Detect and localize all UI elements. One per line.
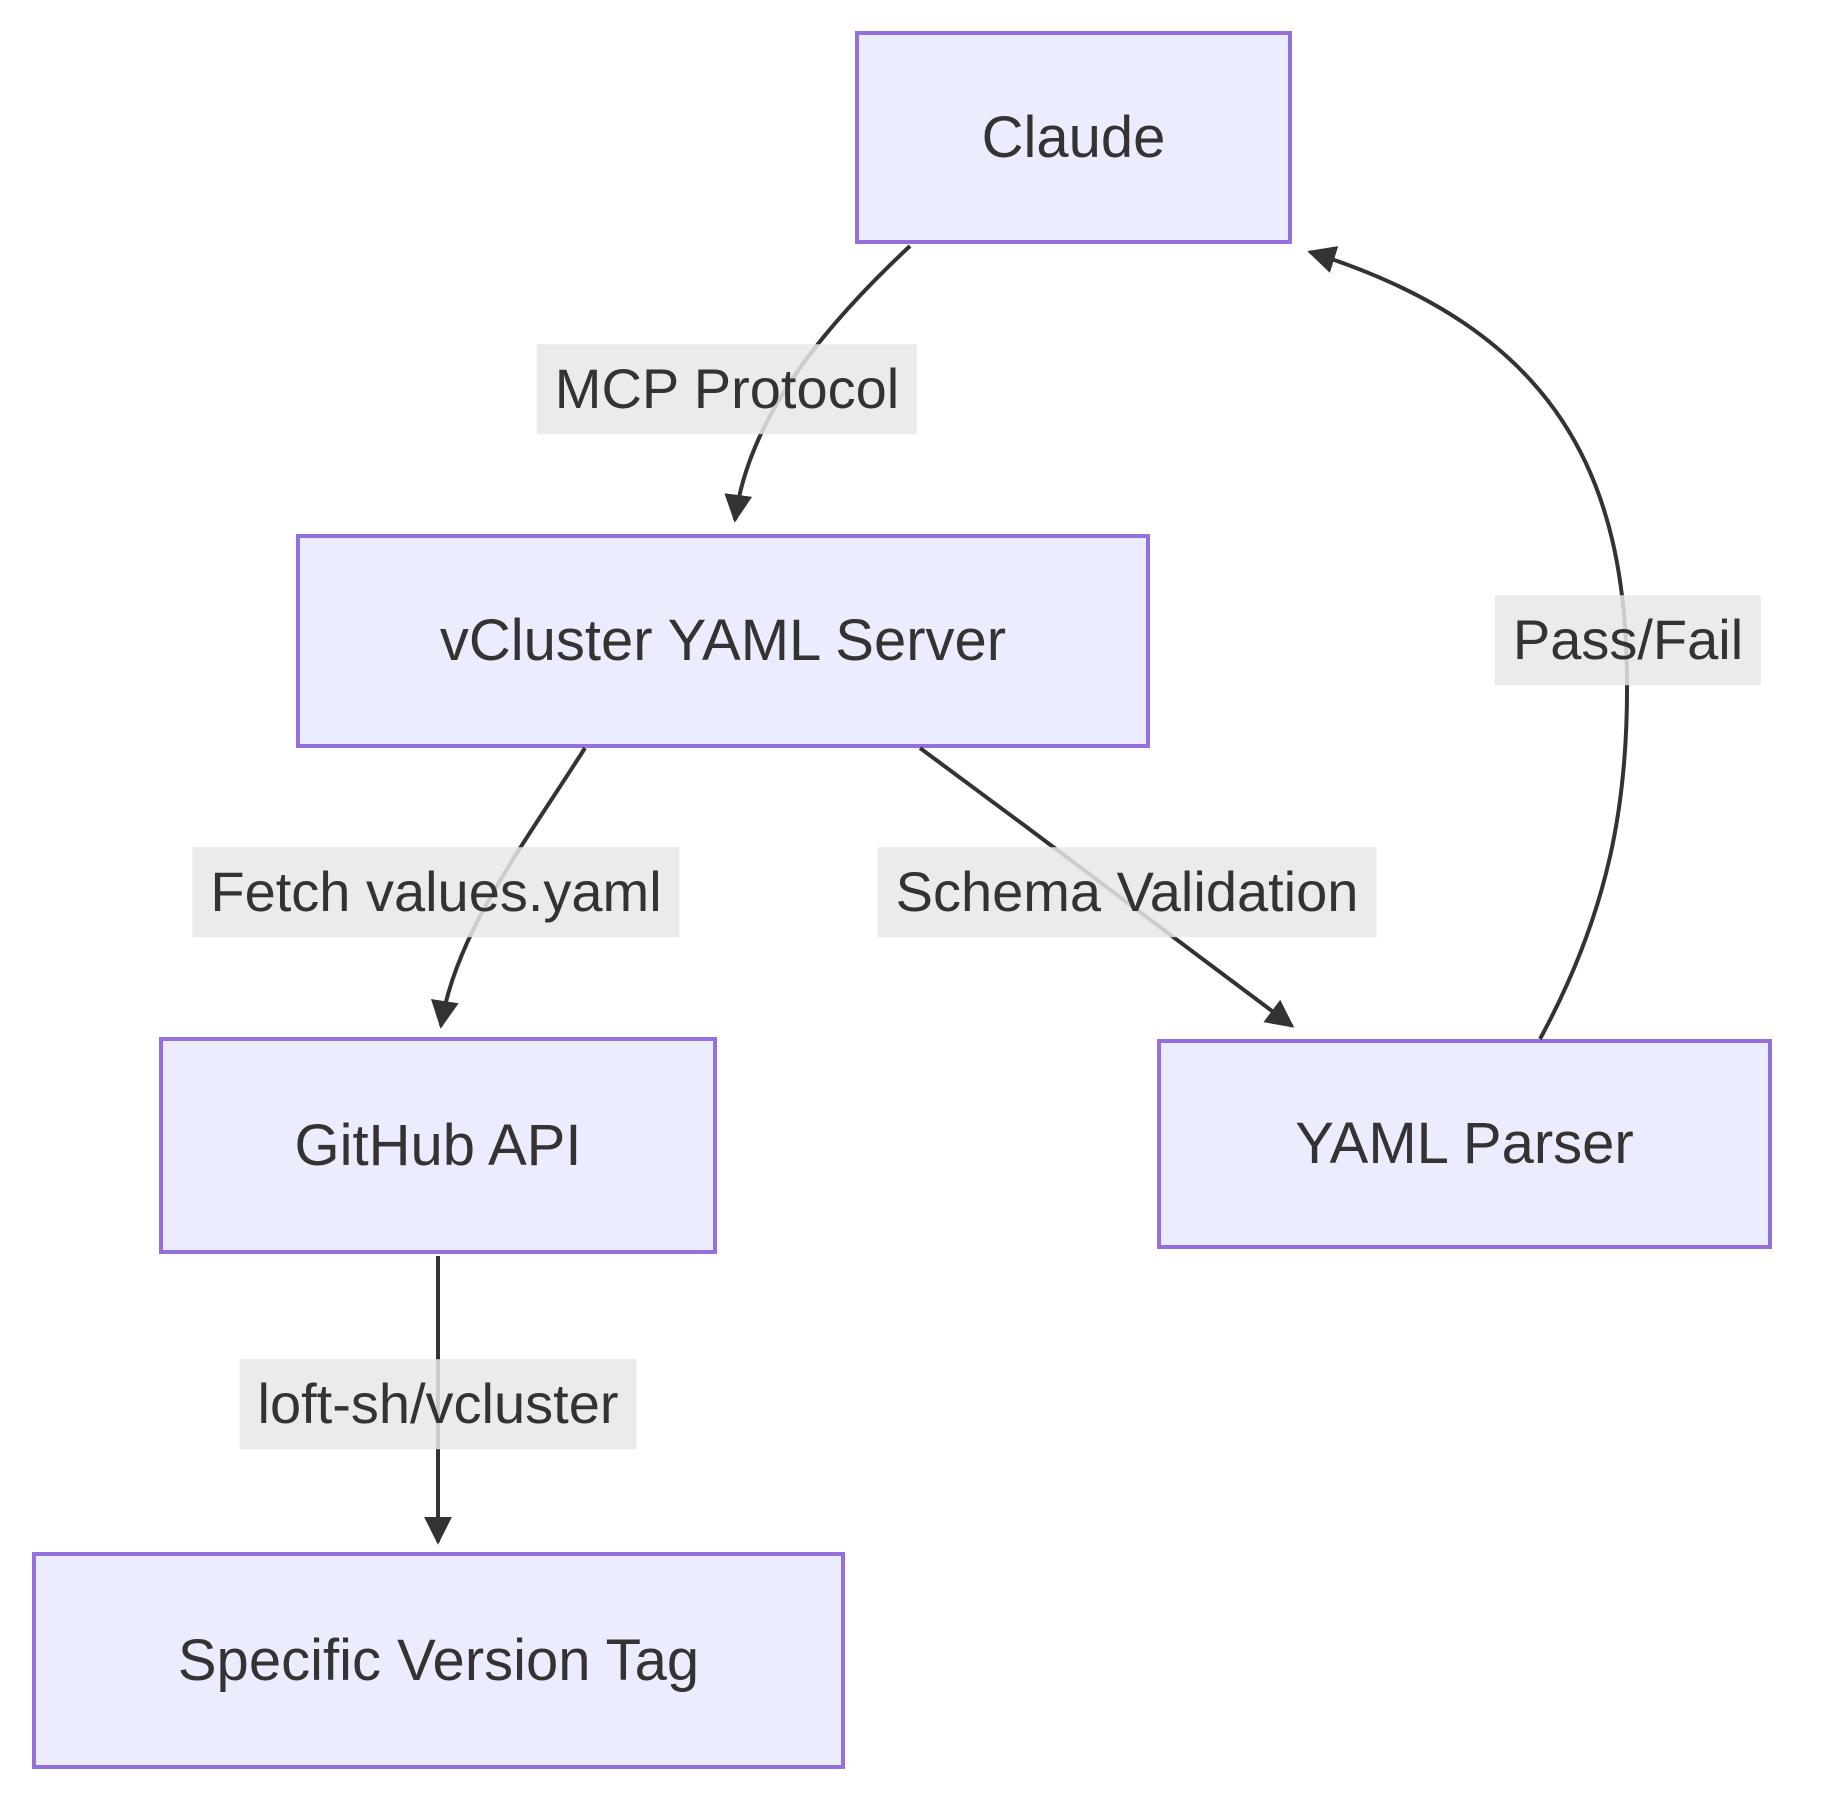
node-github-api-label: GitHub API [294, 1112, 582, 1178]
node-vcluster-yaml-server: vCluster YAML Server [296, 534, 1150, 748]
edge-label-pass-fail: Pass/Fail [1494, 595, 1762, 685]
node-vcluster-yaml-server-label: vCluster YAML Server [439, 608, 1007, 674]
edge-label-schema-validation: Schema Validation [877, 847, 1377, 937]
node-claude-label: Claude [981, 104, 1166, 170]
node-github-api: GitHub API [159, 1037, 717, 1254]
node-specific-version-tag-label: Specific Version Tag [177, 1627, 700, 1693]
node-specific-version-tag: Specific Version Tag [32, 1552, 845, 1769]
node-yaml-parser-label: YAML Parser [1295, 1111, 1634, 1177]
edge-label-mcp-protocol: MCP Protocol [536, 344, 918, 434]
node-yaml-parser: YAML Parser [1157, 1039, 1772, 1249]
node-claude: Claude [855, 31, 1292, 244]
edge-label-fetch-values-yaml: Fetch values.yaml [192, 847, 680, 937]
edge-label-loft-sh-vcluster: loft-sh/vcluster [239, 1359, 637, 1449]
